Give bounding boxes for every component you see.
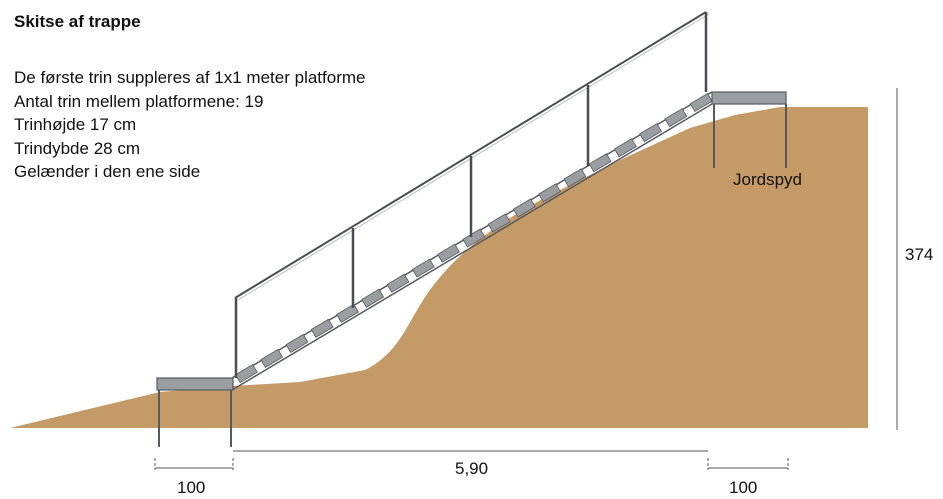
sketch-title: Skitse af trappe [14,12,141,31]
stair-step [260,348,284,368]
stair-step [664,108,688,128]
railing [234,11,710,378]
note-railing: Gelænder i den ene side [14,162,201,181]
height-label: 374 [905,245,933,264]
stair-step [613,138,637,158]
terrain-slope [10,107,868,428]
stair-step [487,213,511,233]
stair-step [538,183,562,203]
stringer-bottom-edge [231,103,713,391]
left-platform-width-label: 100 [177,478,205,497]
lower-platform-deck [156,377,234,391]
handrail [234,11,707,299]
lower-platform [156,377,234,447]
stair-step [689,92,713,113]
stair-run-label: 5,90 [455,459,488,478]
notes-list: De første trin suppleres af 1x1 meter pl… [14,66,365,184]
upper-platform [711,91,787,168]
stair-step [361,288,385,308]
stair-step [336,303,359,323]
bottom-dimensions: 100 5,90 100 [154,450,789,497]
note-step-height: Trinhøjde 17 cm [14,115,137,134]
ground-spike-label: Jordspyd [733,170,802,189]
right-platform-width-label: 100 [729,478,757,497]
stair-step [563,168,587,188]
stair-steps [234,92,713,384]
note-step-depth: Trindybde 28 cm [14,138,140,158]
upper-platform-deck [711,91,787,105]
stair-step [639,123,663,143]
handrail-inner [237,13,710,301]
stair-step [437,243,460,263]
stair-step [285,333,309,353]
stair-step [512,198,536,218]
stair-step [411,258,435,278]
stair-step [310,318,334,338]
stair-step [386,273,410,293]
note-step-count: Antal trin mellem platformene: 19 [14,91,264,111]
stair-step [588,153,612,173]
note-platforms: De første trin suppleres af 1x1 meter pl… [14,68,366,87]
stair-step [234,363,258,384]
